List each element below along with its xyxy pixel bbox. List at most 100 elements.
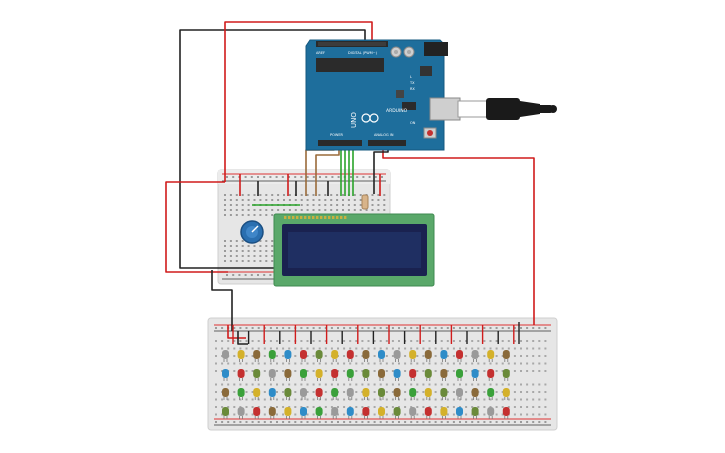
breadboard-hole [245,355,248,357]
breadboard-hole [520,347,522,350]
breadboard-hole [434,347,437,350]
breadboard-hole [229,260,232,262]
led [284,407,292,416]
led [424,407,432,416]
breadboard-hole [283,209,285,211]
breadboard-hole [244,274,247,276]
breadboard-hole [300,347,303,350]
breadboard-hole [330,327,333,329]
breadboard-hole [513,406,516,408]
breadboard-hole [404,383,407,386]
breadboard-hole [446,421,449,423]
breadboard-hole [459,340,461,342]
breadboard-hole [422,383,425,386]
breadboard-hole [343,421,346,423]
breadboard-hole [398,383,400,386]
breadboard-hole [416,327,419,329]
breadboard-hole [324,383,327,386]
breadboard-hole [263,421,266,423]
breadboard-hole [239,406,242,408]
breadboard-hole [391,347,394,350]
breadboard-hole [385,413,388,416]
breadboard-hole [263,176,266,178]
breadboard-hole [241,209,244,211]
breadboard-hole [294,209,297,211]
breadboard-hole [404,398,407,401]
breadboard-hole [235,199,238,201]
breadboard-hole [312,209,315,211]
led [222,350,229,359]
breadboard-hole [347,209,350,211]
breadboard-hole [367,347,370,350]
breadboard-hole [312,398,315,401]
breadboard-hole [398,406,400,408]
breadboard-hole [288,209,291,211]
breadboard-hole [495,391,498,393]
breadboard-hole [501,391,504,393]
breadboard-hole [265,245,268,247]
breadboard-hole [520,398,522,401]
breadboard-hole [337,340,339,342]
breadboard-hole [263,413,266,416]
led [362,350,370,359]
breadboard-hole [383,199,386,201]
breadboard-hole [434,383,437,386]
lcd-display [273,213,435,287]
led [378,388,385,397]
breadboard-hole [306,176,309,178]
breadboard-hole [483,340,486,342]
breadboard-hole [330,347,333,350]
led [424,388,432,397]
breadboard-hole [265,240,268,242]
breadboard-hole [434,362,437,365]
breadboard-hole [227,406,230,408]
breadboard-hole [235,250,238,252]
lcd-pin [296,216,299,219]
lcd-pin [308,216,311,219]
breadboard-hole [233,370,236,372]
breadboard-hole [312,340,315,342]
breadboard-hole [221,383,224,386]
breadboard-hole [477,421,480,423]
breadboard-hole [365,209,368,211]
breadboard-hole [371,209,374,211]
breadboard-hole [263,398,266,401]
breadboard-hole [381,176,383,178]
breadboard-hole [416,370,419,372]
breadboard-hole [271,209,274,211]
breadboard-hole [428,347,431,350]
led-array [222,350,510,419]
breadboard-hole [385,406,388,408]
wire-black-gnd-lower [211,270,233,331]
breadboard-hole [383,209,386,211]
breadboard-hole [526,391,529,393]
breadboard-hole [520,421,522,423]
breadboard-hole [221,347,224,350]
breadboard-hole [343,327,346,329]
breadboard-hole [477,340,480,342]
breadboard-hole [520,340,522,342]
breadboard-hole [361,362,364,365]
breadboard-hole [263,383,266,386]
breadboard-hole [446,362,449,365]
lcd-pin [320,216,323,219]
breadboard-hole [501,340,504,342]
breadboard-hole [226,176,228,178]
label-aref: AREF [316,51,325,55]
breadboard-hole [434,413,437,416]
breadboard-hole [318,327,321,329]
breadboard-hole [495,327,498,329]
wire-red-power-loop [224,21,373,182]
breadboard-hole [507,327,510,329]
lcd-pin [332,216,335,219]
breadboard-hole [306,209,309,211]
breadboard-hole [239,398,242,401]
breadboard-hole [269,362,272,365]
breadboard-hole [215,398,217,401]
breadboard-hole [263,347,266,350]
breadboard-hole [251,406,254,408]
breadboard-hole [312,391,315,393]
breadboard-hole [300,209,303,211]
breadboard-hole [404,327,407,329]
breadboard-hole [513,347,516,350]
